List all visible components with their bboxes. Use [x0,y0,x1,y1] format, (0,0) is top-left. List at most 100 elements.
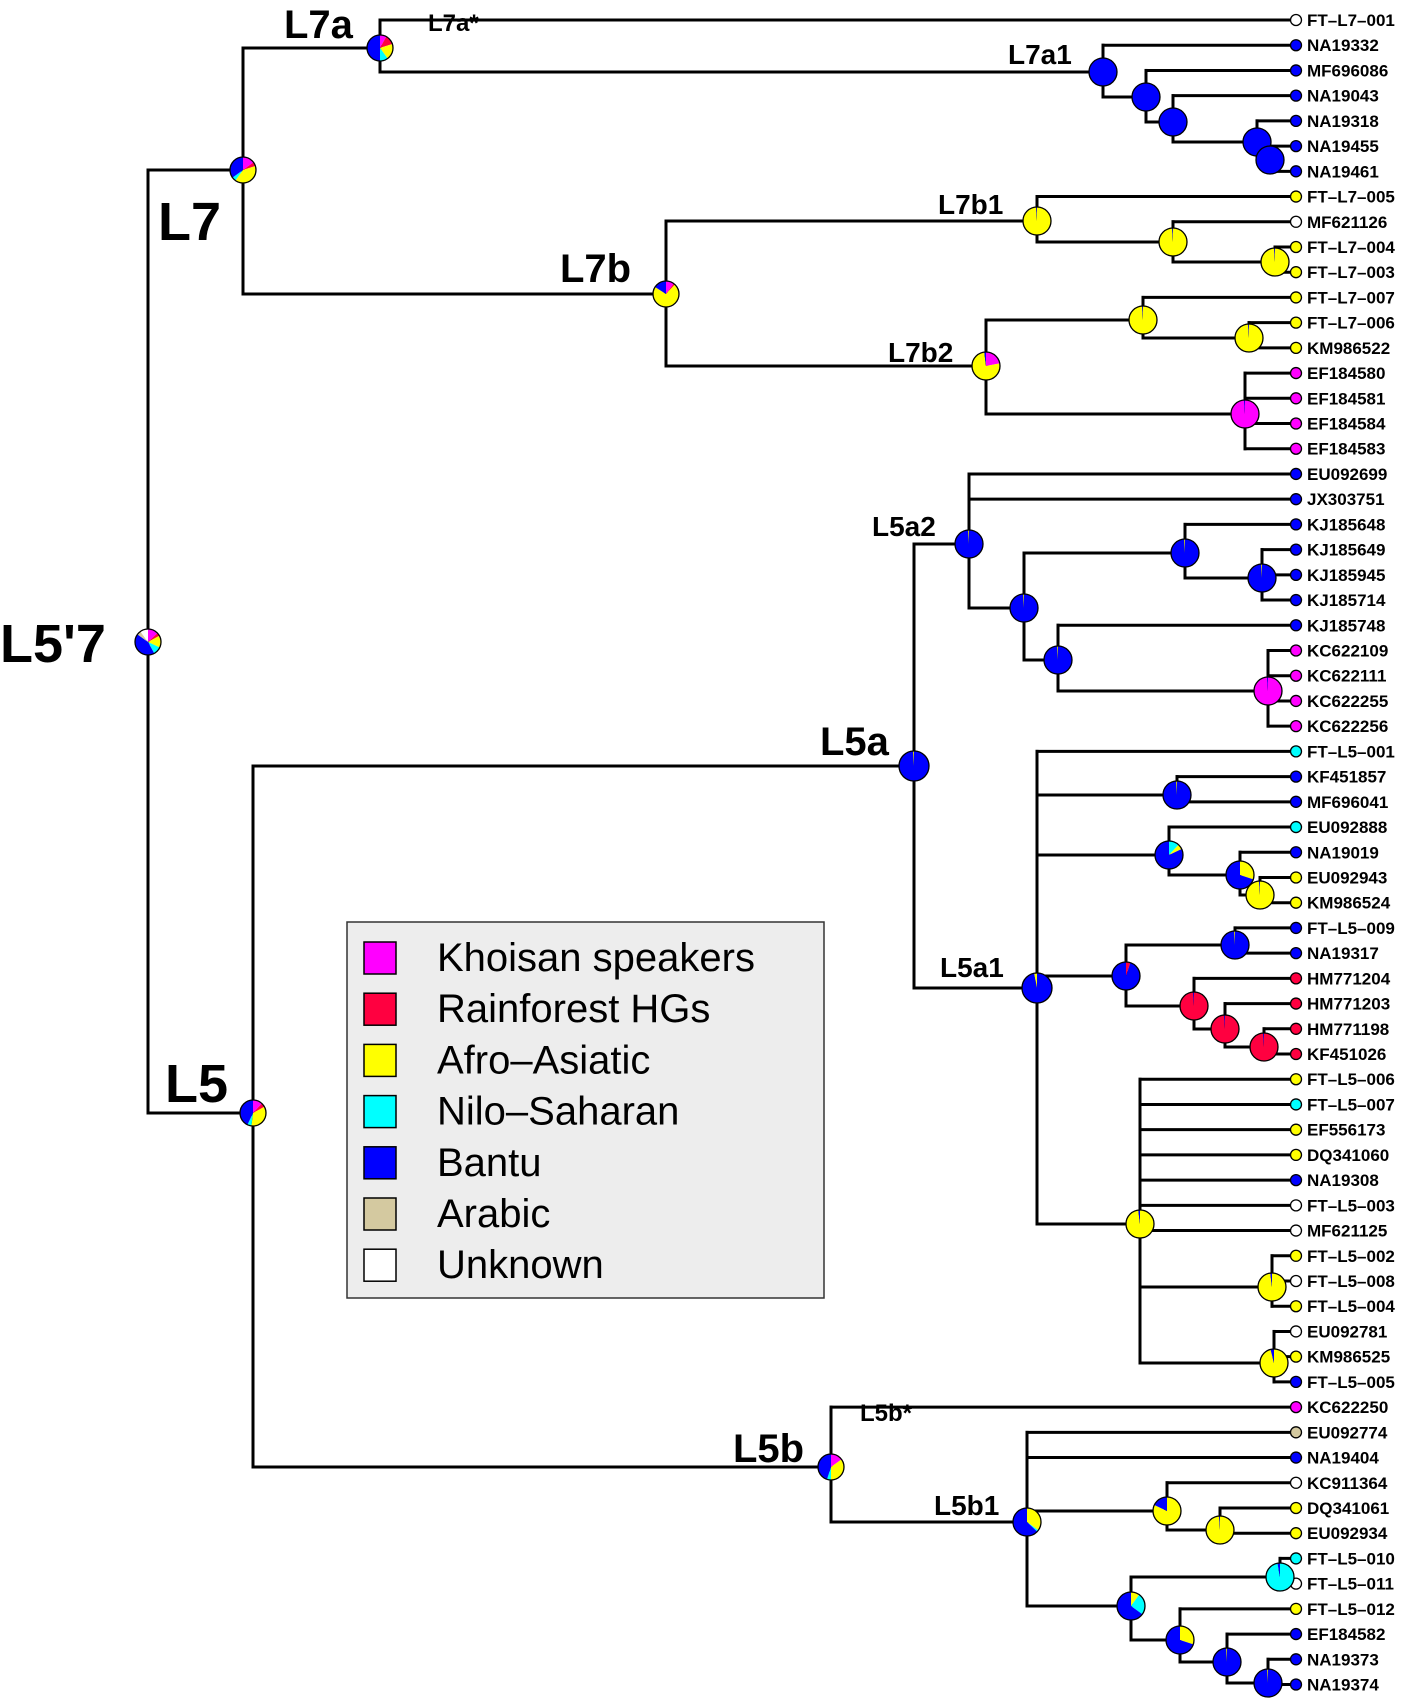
pie-slice [1219,1516,1220,1530]
pie-slice [148,642,160,654]
tip-label: KJ185945 [1307,566,1385,585]
pie-outline [1012,1507,1042,1537]
tip-marker [1289,1375,1303,1389]
pie-slice [232,170,243,181]
pie-outline [1255,145,1285,175]
tip-label: HM771204 [1307,969,1391,988]
pie-slice [1057,646,1058,660]
pie-slice [1224,1015,1225,1029]
tip-marker [1289,745,1303,758]
tip-label: FT–L5–007 [1307,1095,1395,1114]
pie-slice [1022,207,1051,236]
pie-outline [1253,1668,1283,1698]
tip-marker [1289,694,1303,708]
pie-slice [1180,1626,1195,1645]
pie-slice [1112,962,1141,991]
tip-marker [1289,64,1303,77]
tip-marker [1289,896,1303,909]
node-pie-L5b1_e [1165,1625,1195,1655]
tip-label: NA19404 [1307,1449,1379,1468]
tip-marker [1289,720,1303,733]
pie-slice [1247,564,1276,593]
tip-label: FT–L7–007 [1307,288,1395,307]
pie-outline [1009,593,1039,623]
legend-swatch [363,1197,397,1231]
tip-marker [1289,644,1303,657]
tip-label: NA19461 [1307,162,1379,181]
pie-slice [968,530,969,544]
clade-label-L5-7: L5'7 [0,614,106,674]
pie-slice [1129,306,1158,335]
tip-marker [1289,39,1303,52]
legend-swatch [363,1094,397,1129]
pie-slice [1257,1273,1286,1301]
pie-slice [1176,781,1177,795]
pie-slice [1169,844,1182,855]
pie-outline [1158,227,1188,257]
tip-label: FT–L5–009 [1307,919,1395,938]
node-pie-L5a2 [954,529,984,559]
pie-outline [1249,1032,1279,1062]
tip-label: FT–L7–005 [1307,188,1395,207]
pie-slice [1212,1648,1241,1677]
tip-marker [1289,1400,1303,1414]
node-pie-L5b1_g [1253,1668,1283,1698]
tip-label: NA19043 [1307,87,1379,106]
pie-outline [1111,961,1141,991]
tip-label: FT–L5–005 [1307,1373,1395,1392]
tip-marker [1289,341,1303,355]
tip-marker [1289,568,1303,581]
node-pie-L7b2_b [1234,323,1264,353]
pie-slice [1171,539,1200,567]
tip-marker [1289,972,1303,985]
tip-marker [1289,846,1303,859]
pie-slice [984,352,986,366]
pie-slice [1248,324,1249,338]
pie-slice [1117,1592,1143,1621]
pie-slice [1226,1648,1227,1662]
pie-outline [1165,1625,1195,1655]
pie-outline [1234,323,1264,353]
legend-swatch [363,941,397,975]
pie-slice [1265,1563,1294,1591]
tip-label: NA19308 [1307,1171,1379,1190]
tip-label: FT–L5–006 [1307,1070,1395,1089]
tip-label: NA19374 [1307,1676,1379,1695]
pie-outline [134,628,162,656]
tip-label: NA19332 [1307,36,1379,55]
tip-marker [1289,291,1303,304]
tip-label: KJ185748 [1307,616,1385,635]
pie-slice [1022,973,1053,1004]
node-pie-L5a1_g [1179,991,1209,1021]
tip-marker [1289,392,1303,405]
node-pie-L7b2_a [1128,305,1158,335]
node-pie-L7a [366,34,394,62]
clade-label-L7a1: L7a1 [1008,39,1072,70]
tree-branches [146,18,1298,1687]
node-pie-L7 [229,156,257,184]
pie-outline [1212,1647,1242,1677]
pie-slice [1010,594,1039,623]
clade-label-L7b1: L7b1 [938,189,1003,220]
node-pie-L5a1_f [1220,930,1250,960]
pie-slice [1221,931,1250,960]
tip-marker [1289,871,1303,884]
pie-outline [1131,82,1161,112]
pie-slice [247,1113,253,1126]
legend-label: Khoisan speakers [437,936,755,980]
pie-outline [1021,972,1053,1004]
tip-marker [1289,619,1303,632]
node-pie-L5 [239,1099,267,1127]
pie-slice [380,43,393,59]
tip-label: MF621126 [1307,213,1387,232]
pie-outline [954,529,984,559]
pie-outline [971,351,1001,381]
pie-outline [1259,1348,1289,1378]
pie-slice [1211,1015,1240,1043]
tip-markers: FT–L7–001NA19332MF696086NA19043NA19318NA… [1289,11,1395,1695]
tip-marker [1289,921,1303,935]
pie-outline [1247,563,1277,593]
pie-outline [1043,645,1073,675]
pie-slice [1274,248,1275,262]
pie-slice [1023,594,1024,608]
